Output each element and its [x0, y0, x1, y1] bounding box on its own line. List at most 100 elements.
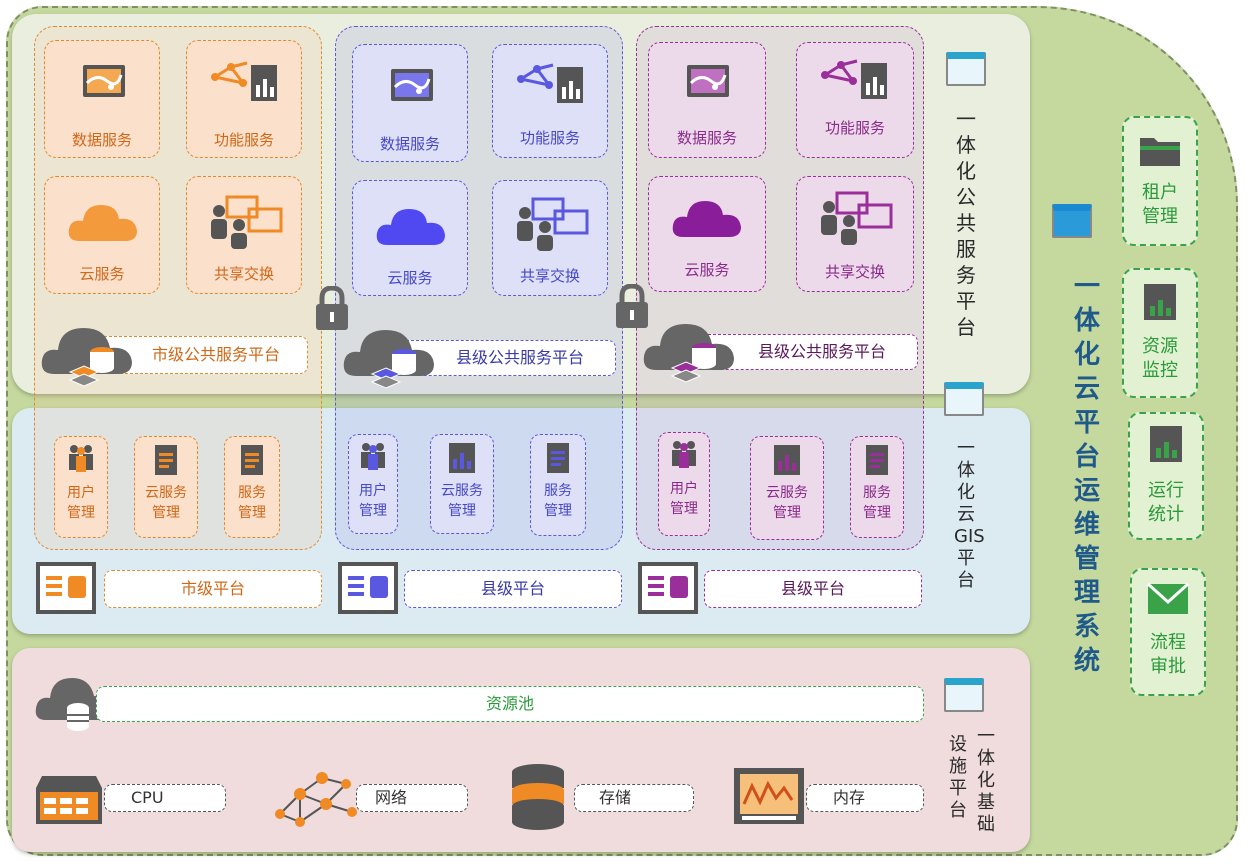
- folder-icon: [1140, 138, 1180, 166]
- cloud-database-icon: [35, 678, 108, 731]
- bar-chart-icon: [1144, 284, 1176, 320]
- users-icon: [672, 441, 696, 468]
- cloud-window-icon: [944, 678, 984, 712]
- item-label: 用户管理: [359, 483, 387, 519]
- share-exchange-tile[interactable]: 共享交换: [796, 176, 914, 292]
- side-item-label: 运行统计: [1148, 480, 1184, 525]
- share-exchange-tile[interactable]: 共享交换: [492, 180, 608, 296]
- city-public-platform-label: 市级公共服务平台: [96, 336, 308, 374]
- tile-label: 共享交换: [519, 267, 580, 285]
- lock-icon: [316, 286, 348, 330]
- data-service-tile[interactable]: 数据服务: [352, 44, 468, 162]
- tile-label: 共享交换: [824, 263, 885, 281]
- bar-chart-icon: [1150, 426, 1182, 462]
- item-label: 云服务管理: [145, 485, 187, 521]
- city-platform-label: 市级平台: [104, 570, 322, 608]
- storage-label: 存储: [574, 784, 694, 812]
- user-management-tile[interactable]: 用户管理: [658, 432, 710, 536]
- users-icon: [361, 443, 385, 470]
- cloud-service-tile[interactable]: 云服务: [352, 180, 468, 296]
- share-exchange-tile[interactable]: 共享交换: [186, 176, 302, 294]
- cloud-database-icon: [643, 324, 734, 383]
- user-management-tile[interactable]: 用户管理: [54, 436, 108, 538]
- service-management-tile[interactable]: 服务管理: [224, 436, 280, 538]
- document-icon: [547, 443, 569, 473]
- cloud-database-icon: [41, 328, 132, 387]
- county-public-platform-label-2: 县级公共服务平台: [700, 334, 918, 370]
- cloud-icon: [672, 201, 741, 237]
- memory-icon: [734, 768, 804, 824]
- lock-icon: [616, 284, 648, 328]
- network-chart-icon: [821, 59, 887, 99]
- resource-pool-bar: 资源池: [96, 686, 924, 722]
- county-public-platform-label-1: 县级公共服务平台: [398, 340, 616, 376]
- server-icon: [36, 776, 102, 824]
- bar-chart-icon: [449, 443, 475, 473]
- cloud-icon: [68, 205, 137, 241]
- tile-label: 功能服务: [824, 119, 885, 137]
- function-service-tile[interactable]: 功能服务: [492, 44, 608, 158]
- public-platform-title: 一体化公共服务平台: [956, 107, 976, 339]
- item-label: 服务管理: [863, 485, 891, 521]
- tile-label: 数据服务: [379, 135, 440, 153]
- globe-window-icon: [944, 382, 984, 416]
- database-list-icon: [638, 562, 698, 614]
- side-item-label: 流程审批: [1150, 632, 1186, 677]
- resource-monitor-tile[interactable]: 资源监控: [1122, 268, 1198, 398]
- map-icon: [83, 65, 125, 97]
- county-platform-label-1: 县级平台: [404, 570, 622, 608]
- cpu-label: CPU: [104, 784, 226, 812]
- cloud-service-tile[interactable]: 云服务: [44, 176, 160, 294]
- tenant-management-tile[interactable]: 租户管理: [1122, 116, 1198, 246]
- cloud-database-icon: [343, 330, 434, 389]
- county-platform-label-2: 县级平台: [704, 570, 922, 608]
- memory-label: 内存: [806, 784, 924, 812]
- system-title: 一体化云平台运维管理系统: [1073, 272, 1100, 676]
- gis-platform-title: 一体化云GIS平台: [954, 438, 985, 591]
- tile-label: 功能服务: [213, 131, 274, 149]
- window-icon: [946, 52, 986, 86]
- item-label: 服务管理: [544, 483, 572, 519]
- operation-statistics-tile[interactable]: 运行统计: [1128, 412, 1204, 540]
- map-icon: [687, 65, 729, 97]
- item-label: 用户管理: [67, 485, 95, 521]
- tile-label: 数据服务: [71, 131, 132, 149]
- side-item-label: 资源监控: [1142, 336, 1178, 381]
- infra-platform-title-col1: 一体化基础: [977, 726, 995, 835]
- cloud-icon: [376, 209, 445, 245]
- document-icon: [155, 445, 177, 475]
- document-icon: [241, 445, 263, 475]
- tile-label: 功能服务: [519, 129, 580, 147]
- data-service-tile[interactable]: 数据服务: [648, 42, 766, 158]
- tile-label: 云服务: [79, 265, 125, 283]
- database-list-icon: [36, 562, 96, 614]
- side-item-label: 租户管理: [1142, 182, 1178, 227]
- workflow-approval-tile[interactable]: 流程审批: [1130, 568, 1206, 696]
- tile-label: 云服务: [684, 261, 730, 279]
- share-exchange-icon: [211, 195, 283, 249]
- tile-label: 云服务: [387, 269, 433, 287]
- function-service-tile[interactable]: 功能服务: [796, 42, 914, 158]
- network-icon: [275, 772, 357, 827]
- share-exchange-icon: [821, 191, 893, 245]
- cloud-service-tile[interactable]: 云服务: [648, 176, 766, 292]
- cloud-service-management-tile[interactable]: 云服务管理: [750, 436, 824, 540]
- item-label: 云服务管理: [441, 483, 483, 519]
- bar-chart-icon: [774, 445, 800, 475]
- network-chart-icon: [211, 61, 277, 101]
- storage-icon: [512, 764, 564, 830]
- item-label: 服务管理: [238, 485, 266, 521]
- users-icon: [69, 445, 93, 472]
- service-management-tile[interactable]: 服务管理: [850, 436, 904, 538]
- cloud-service-management-tile[interactable]: 云服务管理: [134, 436, 198, 538]
- user-management-tile[interactable]: 用户管理: [348, 434, 398, 534]
- share-exchange-icon: [517, 197, 589, 251]
- item-label: 用户管理: [670, 481, 698, 517]
- service-management-tile[interactable]: 服务管理: [530, 434, 586, 536]
- network-label: 网络: [356, 784, 468, 812]
- map-icon: [391, 69, 433, 101]
- globe-window-icon: [1052, 204, 1092, 238]
- cloud-service-management-tile[interactable]: 云服务管理: [430, 434, 494, 534]
- data-service-tile[interactable]: 数据服务: [44, 40, 160, 158]
- function-service-tile[interactable]: 功能服务: [186, 40, 302, 158]
